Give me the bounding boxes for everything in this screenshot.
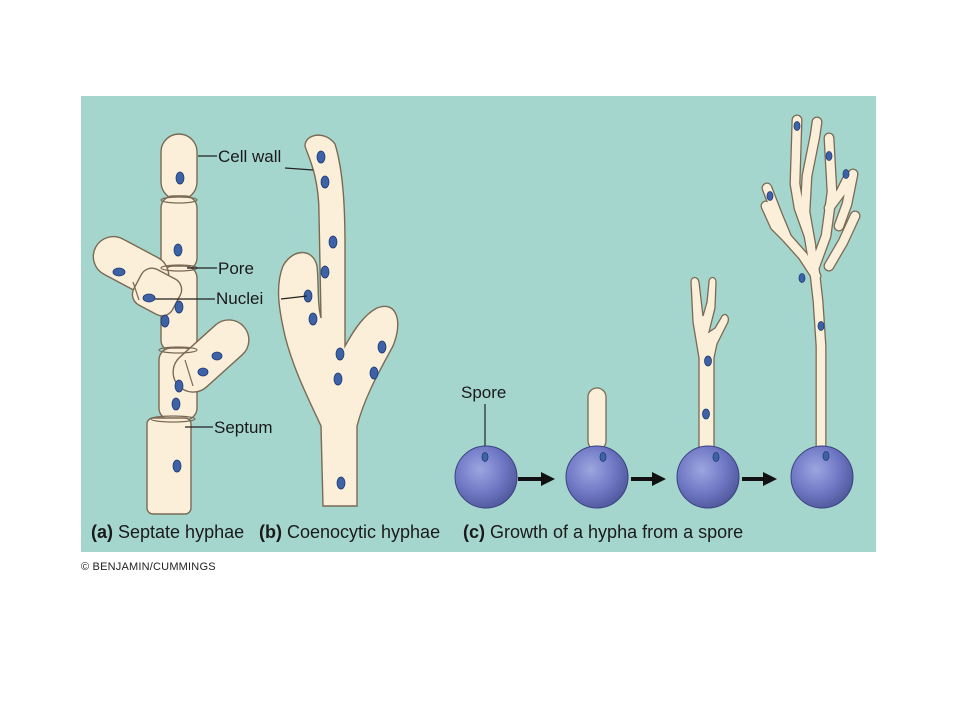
arrow-right-icon [518,472,555,486]
nucleus [174,379,184,393]
nucleus [197,367,209,377]
septum-label: Septum [214,418,273,437]
germ-tube-stage-2 [587,387,607,451]
caption-a-letter: (a) [91,522,113,542]
nucleus [172,459,182,473]
hyphae-diagram: Cell wall Pore Nuclei Septum Spore [81,96,876,552]
nucleus [174,300,184,314]
nucleus [320,175,330,189]
septate-cell-bottom [146,417,192,515]
nucleus [481,452,489,462]
nucleus [599,452,607,462]
nucleus [112,267,126,277]
nucleus [320,265,330,279]
nucleus [798,273,806,283]
pore-label: Pore [218,259,254,278]
nucleus [766,191,774,201]
spore-stage-2 [565,445,629,509]
nucleus [173,243,183,257]
nucleus [160,314,170,328]
nucleus [704,355,712,367]
caption-a-text: Septate hyphae [113,522,244,542]
nucleus [333,372,343,386]
nucleus [308,312,318,326]
caption-c: (c) Growth of a hypha from a spore [463,522,743,542]
coenocytic-hyphae-drawing [277,134,399,507]
nucleus [336,476,346,490]
copyright-credit: © BENJAMIN/CUMMINGS [81,561,216,573]
cell-wall-leader [284,167,314,171]
arrow-right-icon [742,472,777,486]
caption-c-text: Growth of a hypha from a spore [485,522,743,542]
septate-cell-top [160,133,198,201]
nucleus [175,171,185,185]
spore-stage-4 [790,445,854,509]
nucleus [211,351,223,361]
nucleus [171,397,181,411]
nucleus [335,347,345,361]
nucleus [793,121,801,131]
spore-label: Spore [461,383,506,402]
septate-hyphae-drawing [92,133,250,515]
nucleus [316,150,326,164]
caption-b: (b) Coenocytic hyphae [259,522,440,542]
caption-c-letter: (c) [463,522,485,542]
nucleus [712,452,720,462]
septum-line [158,346,198,354]
arrow-right-icon [631,472,666,486]
nucleus [702,408,710,420]
caption-a: (a) Septate hyphae [91,522,244,542]
nucleus [377,340,387,354]
nucleus [328,235,338,249]
coenocytic-hypha [277,134,399,507]
septate-cell-2 [160,195,198,271]
nucleus [817,321,825,331]
nucleus [822,451,830,461]
septum-line [132,281,140,301]
septum-line [160,196,198,204]
spore-growth-drawing: Spore [454,114,861,509]
hypha-stage-4-fill [761,115,860,453]
nucleus [142,293,156,303]
septum-line [150,415,196,423]
nucleus [842,169,850,179]
caption-b-text: Coenocytic hyphae [282,522,440,542]
nucleus [369,366,379,380]
cell-wall-label: Cell wall [218,147,281,166]
spore-stage-3 [676,445,740,509]
spore-stage-1 [454,445,518,509]
nuclei-label: Nuclei [216,289,263,308]
nuclei-leader [280,295,308,300]
nucleus [825,151,833,161]
septum-line [184,359,194,387]
caption-b-letter: (b) [259,522,282,542]
